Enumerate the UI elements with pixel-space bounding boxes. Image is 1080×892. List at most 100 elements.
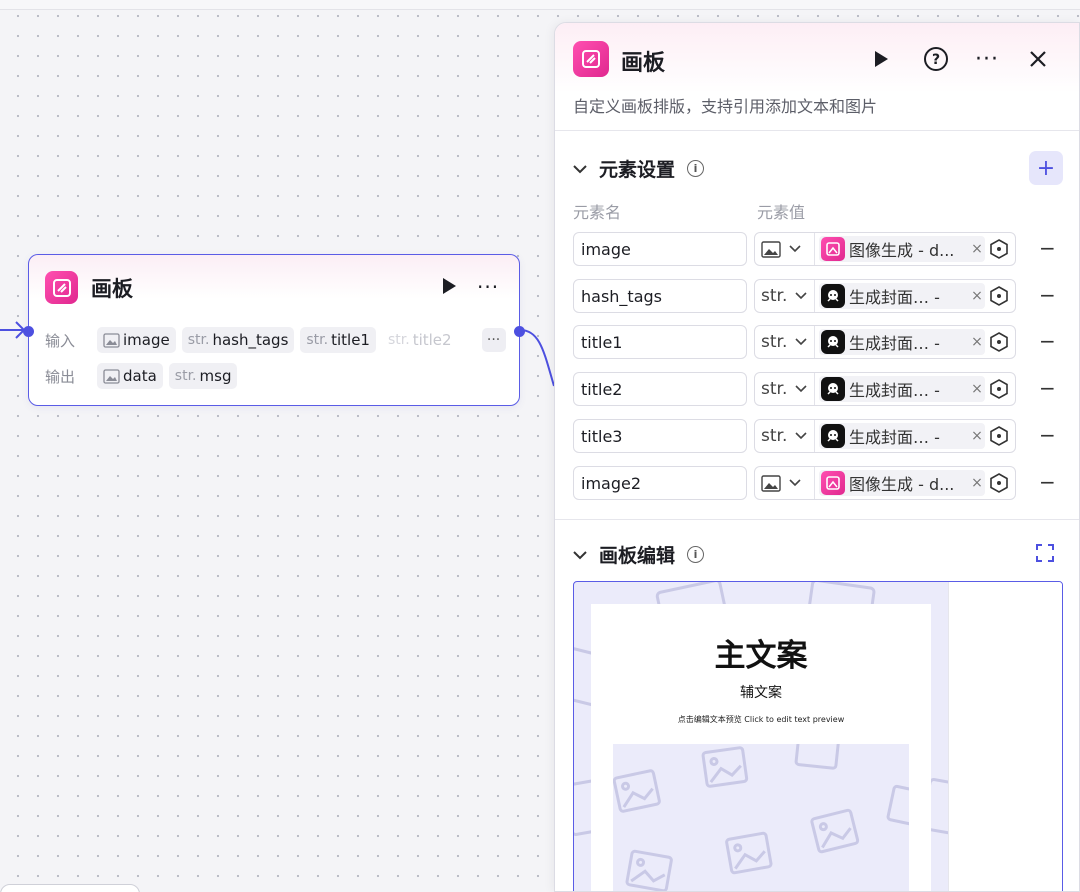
- remove-element-button[interactable]: −: [1039, 376, 1056, 400]
- remove-reference-icon[interactable]: ×: [971, 241, 983, 257]
- image-generation-icon: [821, 471, 845, 495]
- panel-title: 画板: [621, 51, 666, 76]
- remove-element-button[interactable]: −: [1039, 470, 1056, 494]
- remove-reference-icon[interactable]: ×: [971, 475, 983, 491]
- string-type-label: str.: [761, 286, 788, 306]
- element-name-field[interactable]: title2: [573, 372, 747, 406]
- type-select[interactable]: str.: [755, 420, 815, 452]
- reference-text: 生成封面… -: [849, 381, 940, 400]
- element-name-field[interactable]: title3: [573, 419, 747, 453]
- reference-chip[interactable]: 生成封面… - ×: [819, 329, 985, 355]
- node-inputs-row: 输入 image str. hash_tags str. title1 str.…: [45, 327, 506, 353]
- input-port[interactable]: [23, 326, 34, 337]
- image-type-icon: [103, 368, 120, 384]
- panel-header: 画板 ? ··· 自定义画板排版，支持引用添加文本和图片: [555, 23, 1079, 131]
- output-tag-data: data: [97, 363, 163, 389]
- variable-picker-icon[interactable]: [989, 332, 1009, 352]
- remove-reference-icon[interactable]: ×: [971, 428, 983, 444]
- chevron-down-icon: [789, 479, 801, 487]
- element-name-field[interactable]: hash_tags: [573, 279, 747, 313]
- remove-element-button[interactable]: −: [1039, 329, 1056, 353]
- sub-copy-text[interactable]: 辅文案: [740, 685, 782, 701]
- element-name-field[interactable]: image2: [573, 466, 747, 500]
- svg-text:?: ?: [932, 52, 940, 68]
- input-tag-hash-tags: str. hash_tags: [181, 327, 295, 353]
- chevron-down-icon[interactable]: [573, 550, 587, 560]
- column-header-value: 元素值: [757, 203, 806, 222]
- reference-text: 生成封面… -: [849, 334, 940, 353]
- panel-description: 自定义画板排版，支持引用添加文本和图片: [573, 97, 878, 116]
- elements-section-header[interactable]: 元素设置 i: [573, 155, 705, 182]
- string-type-label: str.: [761, 379, 788, 399]
- elements-section-title: 元素设置: [599, 159, 676, 181]
- chevron-down-icon[interactable]: [573, 164, 587, 174]
- remove-reference-icon[interactable]: ×: [971, 381, 983, 397]
- variable-picker-icon[interactable]: [989, 379, 1009, 399]
- remove-element-button[interactable]: −: [1039, 423, 1056, 447]
- variable-picker-icon[interactable]: [989, 473, 1009, 493]
- expand-fullscreen-icon[interactable]: [1035, 543, 1055, 563]
- column-header-name: 元素名: [573, 203, 622, 222]
- remove-reference-icon[interactable]: ×: [971, 288, 983, 304]
- image-placeholder[interactable]: [613, 744, 909, 891]
- bottom-toolbar-stub[interactable]: [0, 884, 140, 892]
- element-row: image 图像生成 - d... × −: [573, 232, 1073, 266]
- image-type-icon: [761, 240, 781, 258]
- variable-picker-icon[interactable]: [989, 426, 1009, 446]
- more-inputs-button[interactable]: ···: [481, 328, 506, 352]
- type-select[interactable]: str.: [755, 326, 815, 358]
- more-options-icon[interactable]: ···: [975, 46, 999, 72]
- main-copy-text[interactable]: 主文案: [714, 638, 808, 674]
- help-icon[interactable]: ?: [923, 45, 949, 73]
- element-row: image2 图像生成 - d... × −: [573, 466, 1073, 500]
- string-type-label: str.: [761, 426, 788, 446]
- image-type-icon: [103, 332, 120, 348]
- canvas-node[interactable]: 画板 ··· 输入 image str. hash_tags str. titl…: [23, 254, 525, 406]
- input-tag-title1: str. title1: [300, 327, 376, 353]
- element-value-box: str. 生成封面… - ×: [754, 372, 1016, 406]
- variable-picker-icon[interactable]: [989, 239, 1009, 259]
- info-icon[interactable]: i: [687, 546, 705, 563]
- add-element-button[interactable]: +: [1029, 151, 1063, 185]
- canvas-board-icon: [573, 41, 609, 77]
- run-play-icon[interactable]: [441, 277, 457, 295]
- type-select[interactable]: str.: [755, 280, 815, 312]
- string-type-label: str.: [761, 332, 788, 352]
- node-outputs-row: 输出 data str. msg: [45, 363, 238, 389]
- canvas-edit-section-title: 画板编辑: [599, 545, 676, 567]
- canvas-board-icon: [45, 271, 78, 304]
- reference-chip[interactable]: 图像生成 - d... ×: [819, 236, 985, 262]
- element-value-box: str. 生成封面… - ×: [754, 419, 1016, 453]
- reference-text: 图像生成 - d...: [849, 241, 955, 260]
- element-name-field[interactable]: image: [573, 232, 747, 266]
- reference-text: 图像生成 - d...: [849, 475, 955, 494]
- element-name-field[interactable]: title1: [573, 325, 747, 359]
- remove-element-button[interactable]: −: [1039, 283, 1056, 307]
- close-icon[interactable]: [1029, 45, 1047, 73]
- reference-chip[interactable]: 生成封面… - ×: [819, 283, 985, 309]
- remove-reference-icon[interactable]: ×: [971, 334, 983, 350]
- canvas-edit-section-header[interactable]: 画板编辑 i: [573, 541, 705, 568]
- inputs-label: 输入: [45, 331, 76, 350]
- input-tag-title2: str. title2: [387, 331, 452, 349]
- output-port[interactable]: [514, 326, 525, 337]
- image-generation-icon: [821, 237, 845, 261]
- variable-picker-icon[interactable]: [989, 286, 1009, 306]
- type-select[interactable]: [755, 467, 815, 499]
- remove-element-button[interactable]: −: [1039, 236, 1056, 260]
- outputs-label: 输出: [45, 367, 76, 386]
- edit-hint-text[interactable]: 点击编辑文本预览 Click to edit text preview: [677, 715, 845, 724]
- canvas-editor[interactable]: 主文案 辅文案 点击编辑文本预览 Click to edit text prev…: [573, 581, 1063, 891]
- reference-chip[interactable]: 生成封面… - ×: [819, 376, 985, 402]
- type-select[interactable]: str.: [755, 373, 815, 405]
- chevron-down-icon: [789, 245, 801, 253]
- artboard[interactable]: 主文案 辅文案 点击编辑文本预览 Click to edit text prev…: [591, 604, 931, 891]
- info-icon[interactable]: i: [687, 160, 705, 177]
- reference-chip[interactable]: 生成封面… - ×: [819, 423, 985, 449]
- outgoing-edge: [520, 329, 555, 387]
- reference-chip[interactable]: 图像生成 - d... ×: [819, 470, 985, 496]
- top-toolbar-edge: [0, 0, 1080, 10]
- type-select[interactable]: [755, 233, 815, 265]
- node-more-icon[interactable]: ···: [477, 275, 500, 299]
- run-play-icon[interactable]: [873, 45, 889, 73]
